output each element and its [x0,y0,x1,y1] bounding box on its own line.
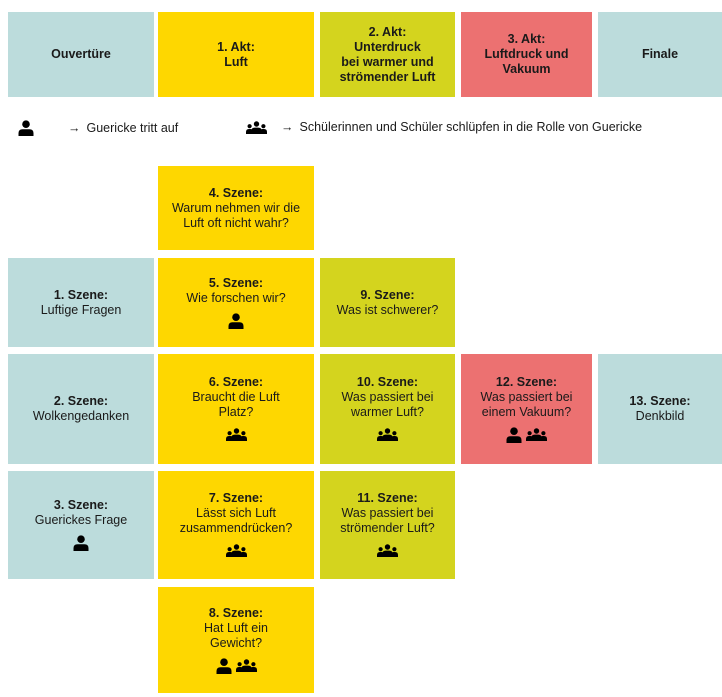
scene-1-title: 1. Szene: [53,287,109,302]
scene-6-title: 6. Szene: [208,374,264,389]
legend-single-text: Guericke tritt auf [86,121,179,135]
scene-11-text: Was passiert bei strömender Luft? [340,505,435,535]
scene-9-text: Was ist schwerer? [336,302,439,317]
scene-1: 1. Szene: Luftige Fragen [8,258,154,347]
scene-1-text: Luftige Fragen [40,302,122,317]
group-icon [235,659,257,672]
scene-9-title: 9. Szene: [360,287,415,302]
act-2: 2. Akt: Unterdruck bei warmer und ströme… [320,12,455,97]
scene-3-text: Guerickes Frage [34,513,128,527]
person-icon [228,312,244,329]
scene-10-icons [377,426,398,444]
group-icon [246,120,267,134]
act-2-line-1: 2. Akt: [368,24,407,39]
act-3-line-1: 3. Akt: [507,32,546,46]
group-icon [377,544,398,557]
scene-2-title: 2. Szene: [53,394,109,408]
scene-13-title: 13. Szene: [629,394,691,408]
scene-5-title: 5. Szene: [208,275,264,290]
scene-11-title: 11. Szene: [357,490,418,505]
person-icon [506,426,522,443]
act-3-line-2: Luftdruck und [484,47,569,61]
act-finale-line-1: Finale [641,47,679,61]
scene-5-icons [228,312,244,330]
scene-11: 11. Szene: Was passiert bei strömender L… [320,471,455,579]
group-icon [225,428,247,441]
scene-5-text: Wie forschen wir? [186,290,286,305]
scene-8-icons [216,657,257,675]
act-3: 3. Akt: Luftdruck und Vakuum [461,12,592,97]
act-3-line-3: Vakuum [502,62,551,76]
act-1-line-2: Luft [224,54,248,69]
scene-3-icons [73,534,89,552]
scene-4-text: Warum nehmen wir die Luft oft nicht wahr… [171,200,301,230]
scene-2-text: Wolkengedanken [32,409,130,423]
scene-10-text: Was passiert bei warmer Luft? [341,389,434,419]
scene-10-title: 10. Szene: [356,374,419,389]
group-icon [526,428,547,441]
scene-9: 9. Szene: Was ist schwerer? [320,258,455,347]
group-icon [225,544,247,557]
scene-7-icons [225,542,247,560]
legend-group-arrow: → [281,120,294,134]
scene-13: 13. Szene: Denkbild [598,354,722,464]
act-2-line-4: strömender Luft [339,69,436,84]
scene-6-text: Braucht die Luft Platz? [192,389,280,419]
scene-5: 5. Szene: Wie forschen wir? [158,258,314,347]
group-icon [377,428,398,441]
legend-single-arrow: → [68,121,81,135]
scene-6: 6. Szene: Braucht die Luft Platz? [158,354,314,464]
scene-3: 3. Szene: Guerickes Frage [8,471,154,579]
scene-3-title: 3. Szene: [53,498,109,512]
legend-group: → Schülerinnen und Schüler schlüpfen in … [246,120,642,134]
scene-8-text: Hat Luft ein Gewicht? [204,620,268,650]
scene-2: 2. Szene: Wolkengedanken [8,354,154,464]
scene-12-title: 12. Szene: [495,374,558,389]
scene-10: 10. Szene: Was passiert bei warmer Luft? [320,354,455,464]
act-2-line-3: bei warmer und [341,54,434,69]
scene-12-text: Was passiert bei einem Vakuum? [480,389,573,419]
scene-12: 12. Szene: Was passiert bei einem Vakuum… [461,354,592,464]
scene-4-title: 4. Szene: [208,185,264,200]
act-1: 1. Akt: Luft [158,12,314,97]
legend-single: → Guericke tritt auf [18,120,178,136]
scene-8-title: 8. Szene: [208,605,264,620]
scene-7-text: Lässt sich Luft zusammendrücken? [179,505,293,535]
scene-13-text: Denkbild [635,409,685,423]
legend-group-text: Schülerinnen und Schüler schlüpfen in di… [299,120,643,134]
act-ouverture: Ouvertüre [8,12,154,97]
act-1-line-1: 1. Akt: [217,39,255,54]
scene-11-icons [377,542,398,560]
act-finale: Finale [598,12,722,97]
scene-7-title: 7. Szene: [208,490,264,505]
person-icon [73,535,89,551]
scene-12-icons [506,426,547,444]
person-icon [216,657,232,674]
act-ouverture-line-1: Ouvertüre [51,47,111,61]
person-icon [18,120,34,136]
scene-7: 7. Szene: Lässt sich Luft zusammendrücke… [158,471,314,579]
scene-4: 4. Szene: Warum nehmen wir die Luft oft … [158,166,314,250]
act-2-line-2: Unterdruck [354,39,421,54]
scene-8: 8. Szene: Hat Luft ein Gewicht? [158,587,314,693]
scene-6-icons [225,426,247,444]
